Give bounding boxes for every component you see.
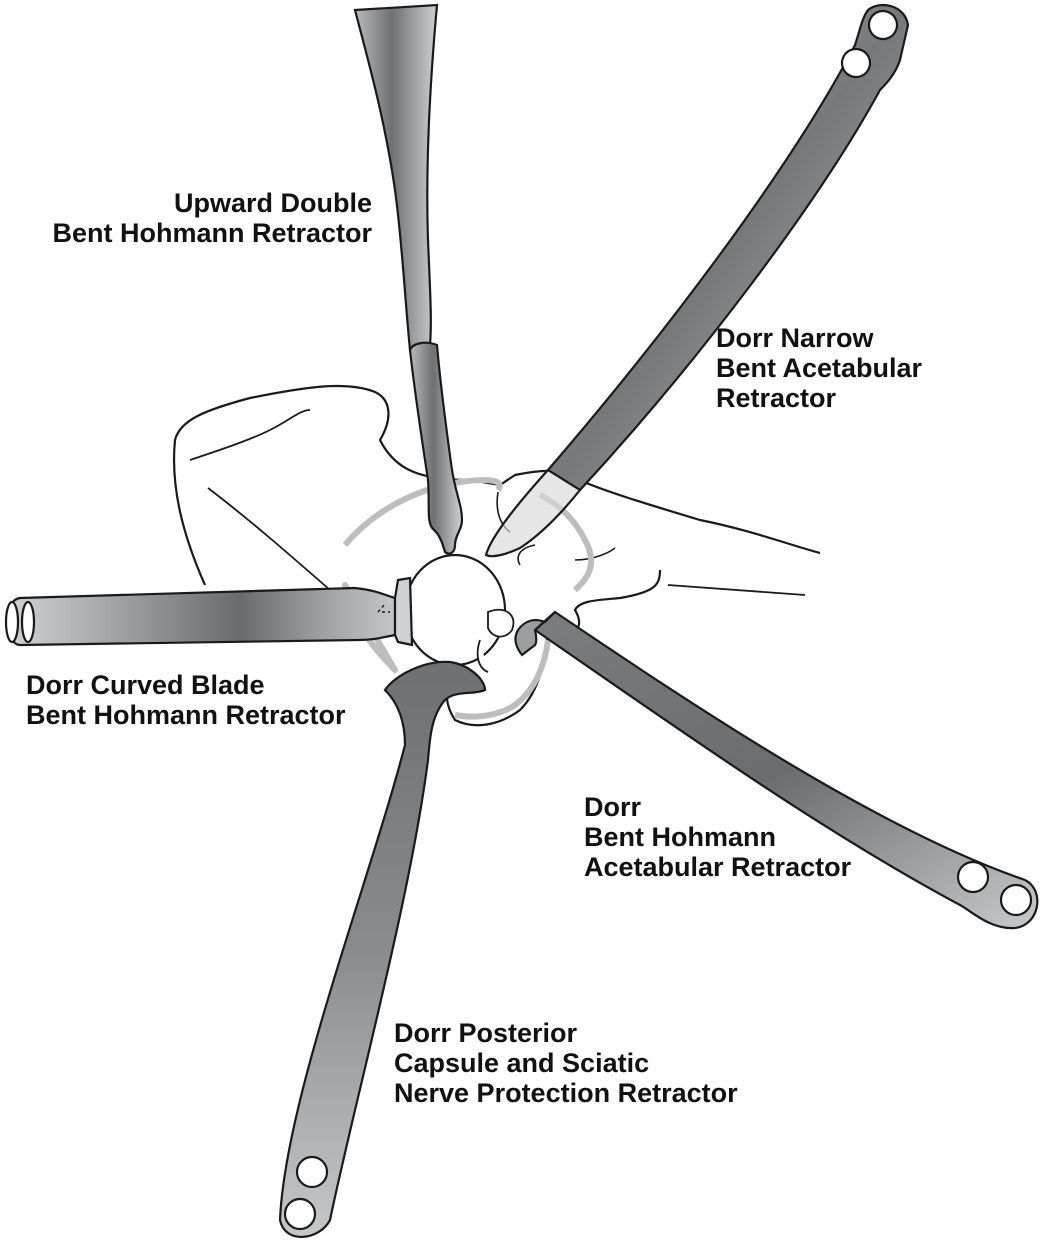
label-line: Bent Hohmann Retractor: [26, 700, 346, 730]
dorr-curved-retractor: [4, 576, 414, 647]
femoral-neck-detail: [476, 608, 515, 673]
femoral-head: [403, 553, 507, 667]
label-line: Dorr: [584, 792, 642, 822]
label-line: Dorr Narrow: [716, 323, 874, 353]
curved-handle-hole-1: [4, 600, 20, 644]
label-line: Acetabular Retractor: [584, 852, 852, 882]
label-dorr-curved-retractor: Dorr Curved Blade Bent Hohmann Retractor: [26, 670, 346, 730]
posterior-handle-hole-2: [283, 1197, 317, 1231]
narrow-handle-hole-2: [840, 47, 872, 79]
pelvis-outline: [172, 384, 821, 727]
narrow-handle-hole-1: [867, 9, 899, 41]
label-dorr-hohmann-retractor: Dorr Bent Hohmann Acetabular Retractor: [584, 792, 851, 882]
upward-double-retractor: [353, 3, 464, 555]
label-line: Upward Double: [173, 188, 372, 218]
hohmann-handle-hole-1: [956, 860, 990, 894]
dorr-hohmann-retractor: [514, 610, 1039, 930]
dorr-posterior-retractor: [278, 660, 487, 1238]
label-line: Bent Acetabular: [716, 353, 923, 383]
hohmann-handle-hole-2: [999, 883, 1033, 917]
dorr-narrow-retractor: [484, 3, 910, 558]
label-line: Bent Hohmann Retractor: [52, 218, 372, 248]
label-line: Bent Hohmann: [584, 822, 776, 852]
label-line: Capsule and Sciatic: [394, 1048, 650, 1078]
curved-handle-hole-2: [20, 600, 36, 644]
label-line: Nerve Protection Retractor: [394, 1078, 738, 1108]
label-line: Retractor: [716, 383, 837, 413]
label-dorr-narrow-retractor: Dorr Narrow Bent Acetabular Retractor: [716, 323, 922, 413]
label-line: Dorr Posterior: [394, 1018, 578, 1048]
posterior-handle-hole-1: [295, 1155, 329, 1189]
label-upward-double-retractor: Upward Double Bent Hohmann Retractor: [0, 188, 372, 248]
label-line: Dorr Curved Blade: [26, 670, 265, 700]
label-dorr-posterior-retractor: Dorr Posterior Capsule and Sciatic Nerve…: [394, 1018, 738, 1108]
